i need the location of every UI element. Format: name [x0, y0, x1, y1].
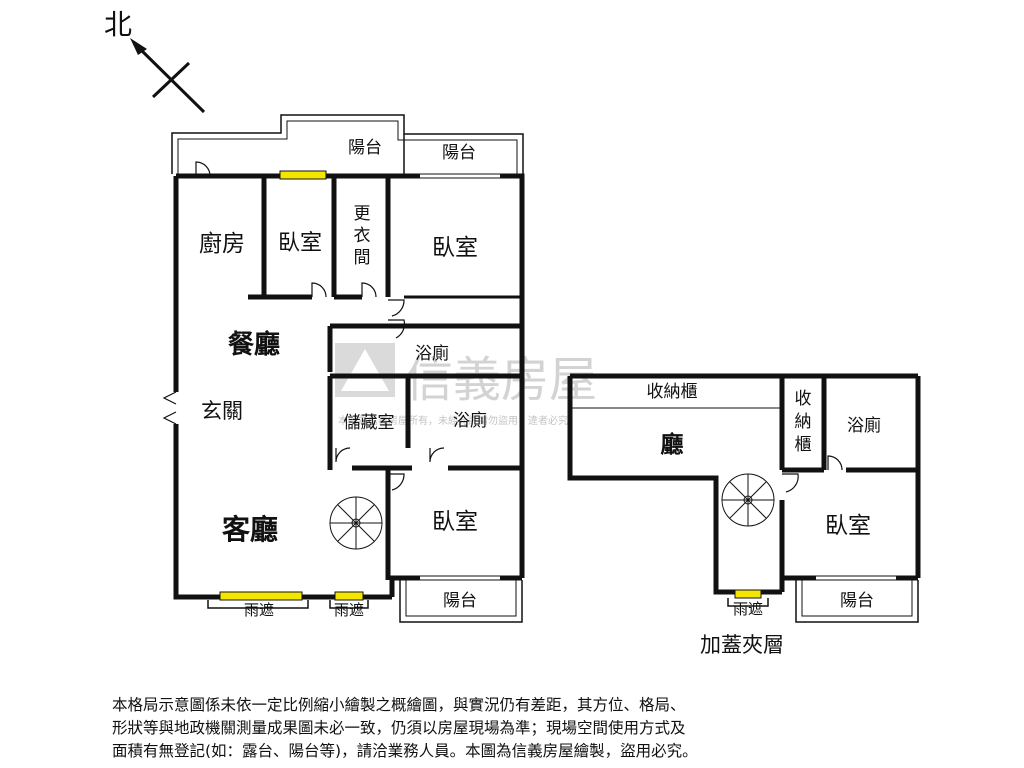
window-top [279, 170, 327, 180]
label-bedroom-lower: 臥室 [432, 509, 478, 535]
entrance-door-upper [162, 391, 177, 405]
mezz-window [734, 589, 762, 599]
label-balcony-bottom: 陽台 [443, 591, 477, 611]
label-living: 客廳 [222, 513, 278, 546]
mezz-door-bedroom [782, 473, 799, 493]
label-bedroom-master: 臥室 [432, 235, 478, 261]
mezz-label-hall: 廳 [661, 431, 684, 458]
watermark-notice: 本圖為信義房屋所有，未經允許請勿盜用，違者必究 [338, 414, 568, 427]
window-bottom-mid [334, 591, 364, 601]
label-balcony-top-left: 陽台 [348, 138, 382, 158]
mezz-rain-shelter [727, 598, 769, 607]
entrance-door-lower [162, 411, 177, 425]
door-bath-upper [388, 319, 406, 339]
balcony-inner-bottom [405, 580, 517, 617]
label-rain-shelter-right: 雨遮 [334, 601, 364, 619]
label-storage: 儲藏室 [344, 413, 395, 433]
mezzanine-floor: 收納櫃 收 納 櫃 浴廁 廳 臥室 雨遮 陽台 加蓋夾層 [567, 373, 921, 657]
rain-shelter-left [207, 600, 309, 609]
mezz-label-rain-shelter: 雨遮 [733, 600, 763, 618]
label-bath-lower: 浴廁 [453, 410, 487, 431]
spiral-staircase [329, 496, 383, 550]
disclaimer-line-3: 面積有無登記(如：露台、陽台等)，請洽業務人員。本圖為信義房屋繪製，盜用必究。 [112, 742, 698, 760]
wall-exterior-left-lower [173, 424, 392, 600]
mezz-label-cabinet-1: 收 [795, 389, 812, 409]
balcony-inner-top [177, 120, 518, 174]
mezz-label-bedroom: 臥室 [825, 513, 871, 539]
mezz-door-bath [827, 455, 843, 471]
mezz-balcony-outline [795, 580, 919, 623]
balcony-outline-top [171, 114, 524, 174]
door-storage [335, 447, 351, 463]
mezz-title: 加蓋夾層 [700, 633, 784, 657]
watermark-logo-mark [341, 349, 389, 391]
watermark: 信義房屋 本圖為信義房屋所有，未經允許請勿盜用，違者必究 [335, 343, 597, 427]
rain-shelter-right [329, 600, 369, 609]
label-bedroom-small: 臥室 [278, 231, 322, 256]
mezz-label-bath: 浴廁 [847, 415, 881, 436]
mezz-label-balcony: 陽台 [840, 591, 874, 611]
disclaimer-text: 本格局示意圖係未依一定比例縮小繪製之概繪圖，與實況仍有差距，其方位、格局、 形狀… [112, 694, 912, 763]
door-kitchen [195, 161, 211, 177]
mezz-spiral-staircase [721, 473, 775, 527]
window-bottom-left [219, 591, 303, 601]
compass-arrowhead [130, 38, 147, 55]
door-closet [361, 282, 377, 298]
mezz-label-storage-cabinet: 收納櫃 [647, 382, 698, 402]
disclaimer-line-1: 本格局示意圖係未依一定比例縮小繪製之概繪圖，與實況仍有差距，其方位、格局、 [112, 696, 686, 714]
door-bedroom-small [311, 282, 327, 298]
disclaimer-line-2: 形狀等與地政機關測量成果圖未必一致，仍須以房屋現場為準；現場空間使用方式及 [112, 719, 686, 737]
mezz-label-cabinet-3: 櫃 [795, 435, 812, 455]
label-bath-upper: 浴廁 [415, 343, 449, 364]
main-floor: 陽台 陽台 廚房 臥室 更 衣 間 臥室 餐廳 浴廁 玄關 儲藏室 浴廁 客廳 … [162, 114, 525, 623]
balcony-outline-bottom [399, 580, 523, 623]
door-bath-lower [429, 447, 445, 463]
label-rain-shelter-left: 雨遮 [244, 601, 274, 619]
compass-label: 北 [104, 8, 132, 41]
label-kitchen: 廚房 [199, 231, 245, 257]
label-closet-3: 間 [354, 248, 371, 268]
label-foyer: 玄關 [201, 399, 243, 423]
label-closet-1: 更 [354, 204, 371, 224]
label-dining: 餐廳 [228, 329, 280, 360]
door-bedroom-lower [388, 473, 405, 491]
watermark-brand: 信義房屋 [405, 352, 597, 408]
floor-plan: 北 信義房屋 本圖為信義房屋所有，未經允許請勿盜用，違者必究 [104, 8, 921, 657]
mezz-balcony-inner [801, 580, 913, 617]
compass-crossbar [151, 61, 191, 99]
mezz-label-cabinet-2: 納 [795, 412, 812, 432]
north-arrow: 北 [104, 8, 206, 114]
label-balcony-top-right: 陽台 [442, 143, 476, 163]
door-master [388, 299, 405, 317]
label-closet-2: 衣 [354, 226, 371, 246]
